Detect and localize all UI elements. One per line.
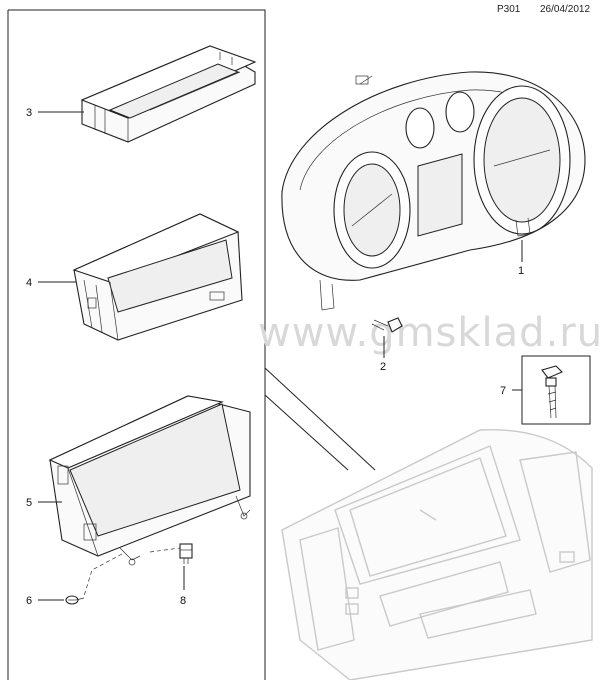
callout-3: 3 — [26, 107, 32, 119]
center-console-reference — [281, 429, 593, 680]
assembly-dash-8 — [149, 547, 181, 553]
page-code: P301 — [497, 4, 521, 15]
callout-4: 4 — [26, 277, 32, 289]
callout-1: 1 — [518, 265, 524, 277]
watermark-text: www.gmsklad.ru — [258, 310, 600, 356]
callout-8: 8 — [180, 595, 186, 607]
callout-6: 6 — [26, 595, 32, 607]
leader-panel-top — [264, 367, 376, 471]
screw-small — [65, 595, 85, 605]
assembly-dash-6 — [83, 553, 123, 597]
bolt-large — [541, 365, 563, 419]
leader-panel-bottom — [264, 394, 349, 471]
callout-5: 5 — [26, 497, 32, 509]
callout-2: 2 — [380, 361, 386, 373]
display-module-large — [48, 395, 251, 566]
connector-clip — [179, 543, 193, 564]
instrument-cluster — [281, 71, 586, 311]
cluster-screw — [371, 317, 403, 333]
display-module-small — [80, 45, 257, 143]
callout-7: 7 — [500, 385, 506, 397]
page-date: 26/04/2012 — [540, 4, 590, 15]
display-module-medium — [72, 213, 243, 341]
frame-panel-border — [8, 9, 266, 680]
